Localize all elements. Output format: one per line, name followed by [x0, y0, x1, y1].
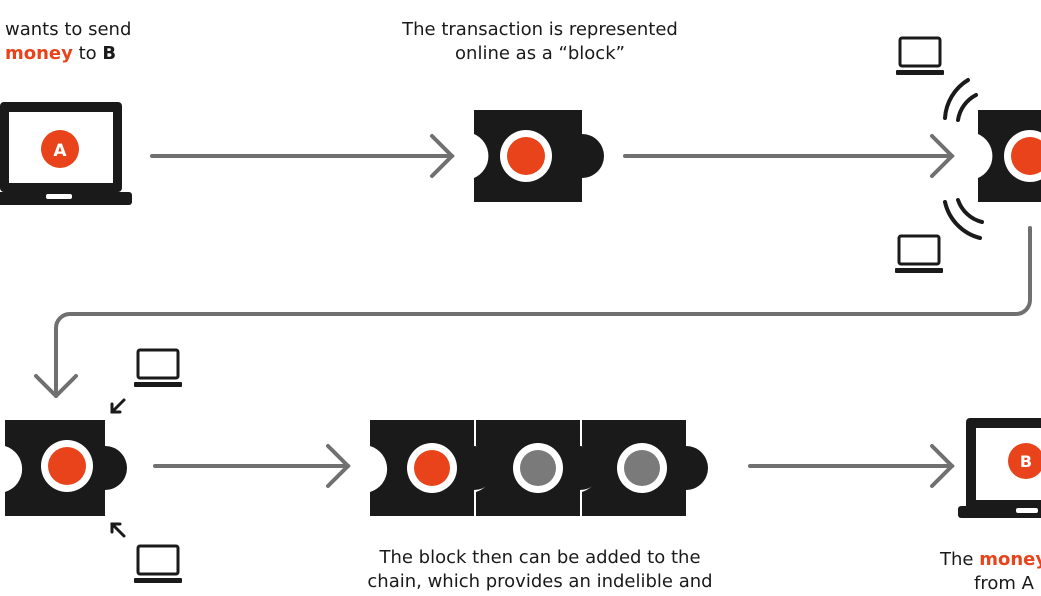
arrow-right-icon [153, 444, 351, 488]
money-text: money [5, 43, 73, 64]
arrow-right-icon [150, 134, 455, 178]
transaction-block-icon [474, 110, 604, 202]
broadcast-waves-top-icon [943, 78, 978, 122]
laptop-node-icon [894, 36, 946, 77]
arrow-right-icon [748, 444, 955, 488]
recipient-b-text: B [102, 43, 117, 64]
money-text-2: money [979, 549, 1041, 570]
caption-top-mid-line2: online as a “block” [455, 43, 625, 64]
incoming-arrow-icon [110, 398, 126, 414]
laptop-b-icon: B [958, 418, 1041, 518]
the-text: The [940, 549, 980, 570]
validating-block-icon [5, 420, 127, 516]
laptop-node-icon [893, 234, 945, 275]
caption-top-left-line2: money to B [5, 42, 131, 66]
caption-top-mid: The transaction is represented online as… [380, 18, 700, 66]
incoming-arrow-icon [110, 522, 126, 538]
broadcast-block-icon [978, 110, 1041, 202]
broadcast-waves-bottom-icon [943, 198, 984, 240]
block-chain-icon [370, 420, 708, 516]
laptop-a-label: A [53, 141, 67, 161]
arrow-right-icon [623, 134, 955, 178]
connector-arrow-icon [34, 226, 1032, 398]
caption-top-left: wants to send money to B [5, 18, 131, 66]
caption-bottom-mid-line1: The block then can be added to the [379, 547, 701, 568]
caption-bottom-right-line1: The money [940, 548, 1041, 572]
laptop-a-icon: A [0, 102, 132, 205]
to-text: to [72, 43, 103, 64]
laptop-b-label: B [1020, 452, 1032, 471]
laptop-node-icon [132, 348, 184, 389]
laptop-node-icon [132, 544, 184, 585]
caption-top-left-line1: wants to send [5, 19, 132, 40]
caption-top-mid-line1: The transaction is represented [402, 19, 678, 40]
